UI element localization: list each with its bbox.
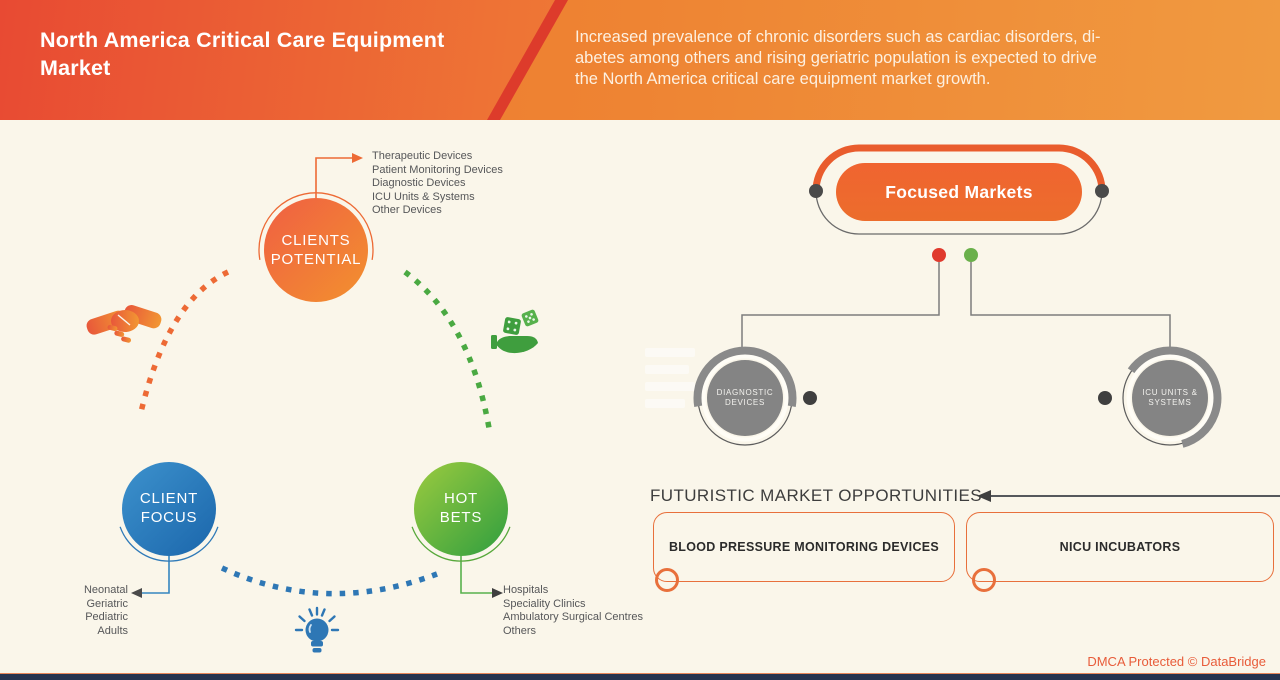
list-item: Pediatric xyxy=(85,611,128,623)
header-description: Increased prevalence of chronic disorder… xyxy=(575,28,1101,88)
diagnostic-devices-node xyxy=(693,346,817,446)
page-title: North America Critical Care Equipment Ma… xyxy=(40,26,560,82)
focused-markets-connectors xyxy=(741,262,1171,354)
bottom-orange-rule xyxy=(0,673,1280,674)
focused-markets-title: Focused Markets xyxy=(885,181,1033,202)
list-item: Others xyxy=(503,624,537,637)
list-item: Therapeutic Devices xyxy=(372,150,473,162)
list-item: Neonatal xyxy=(83,584,128,596)
header-right-panel xyxy=(500,0,1280,120)
list-item: Ambulatory Surgical Centres xyxy=(503,611,644,623)
ghost-lines xyxy=(645,348,695,408)
dotted-arc-blue xyxy=(220,565,438,597)
client-focus-list: Neonatal Geriatric Pediatric Adults xyxy=(36,584,128,638)
list-item: Speciality Clinics xyxy=(503,597,586,610)
list-item: Other Devices xyxy=(372,204,442,216)
diagnostic-devices-label: DIAGNOSTIC DEVICES xyxy=(716,388,774,407)
bottom-navy-bar xyxy=(0,674,1280,680)
client-focus-connector xyxy=(131,556,170,598)
page-title-line1: North America Critical Care Equipment xyxy=(40,28,445,52)
list-item: Patient Monitoring Devices xyxy=(372,163,503,176)
icu-units-label: ICU UNITS & SYSTEMS xyxy=(1142,388,1198,407)
clients-potential-connector xyxy=(315,153,363,198)
lightbulb-icon xyxy=(294,606,340,653)
dice-hand-icon xyxy=(491,309,539,354)
icu-units-node xyxy=(1098,346,1222,448)
client-focus-label: CLIENT FOCUS xyxy=(139,490,199,526)
page-title-line2: Market xyxy=(40,56,111,80)
red-dot xyxy=(932,248,946,262)
list-item: Geriatric xyxy=(86,597,128,610)
list-item: Hospitals xyxy=(503,584,549,596)
hot-bets-list: Hospitals Speciality Clinics Ambulatory … xyxy=(503,584,643,638)
opportunities-title: FUTURISTIC MARKET OPPORTUNITIES xyxy=(650,486,982,505)
green-dot xyxy=(964,248,978,262)
header-banner: North America Critical Care Equipment Ma… xyxy=(0,0,1280,120)
dmca-watermark: DMCA Protected © DataBridge xyxy=(1087,654,1266,669)
hot-bets-label: HOT BETS xyxy=(439,490,483,526)
list-item: Adults xyxy=(97,624,128,637)
opportunities-arrow xyxy=(977,490,1280,502)
list-item: ICU Units & Systems xyxy=(372,190,475,203)
opportunity-box-bp: BLOOD PRESSURE MONITORING DEVICES xyxy=(653,512,955,582)
client-focus-circle xyxy=(119,462,219,562)
clients-potential-circle xyxy=(258,192,374,302)
dotted-arc-orange xyxy=(138,269,230,413)
opportunity-box-nicu: NICU INCUBATORS xyxy=(966,512,1274,582)
list-item: Diagnostic Devices xyxy=(372,177,466,189)
dotted-arc-green xyxy=(403,269,492,429)
handshake-icon xyxy=(86,304,162,343)
clients-potential-label: CLIENTS POTENTIAL xyxy=(270,232,362,268)
clients-potential-list: Therapeutic Devices Patient Monitoring D… xyxy=(372,150,503,218)
focused-markets-pill xyxy=(809,144,1109,235)
hot-bets-circle xyxy=(411,462,511,562)
hot-bets-connector xyxy=(460,556,503,598)
